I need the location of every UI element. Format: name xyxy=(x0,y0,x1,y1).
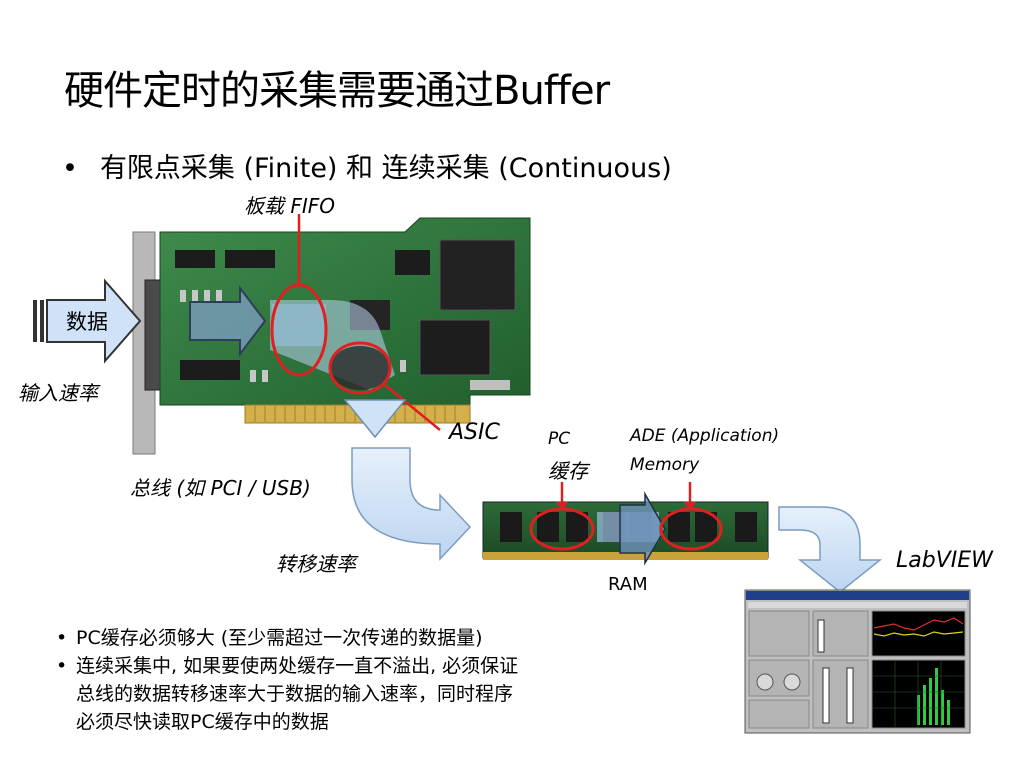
note-item: • PC缓存必须够大 (至少需超过一次传递的数据量) xyxy=(56,624,676,652)
ram-label: RAM xyxy=(608,574,648,595)
note-line: 必须尽快读取PC缓存中的数据 xyxy=(76,711,329,733)
bullet-marker: • xyxy=(62,153,78,184)
note-line: PC缓存必须够大 (至少需超过一次传递的数据量) xyxy=(76,627,483,649)
ade-memory-highlight xyxy=(659,507,723,551)
asic-highlight xyxy=(328,341,392,395)
main-bullet: • 有限点采集 (Finite) 和 连续采集 (Continuous) xyxy=(62,146,672,185)
down-arrow xyxy=(343,399,407,439)
input-arrow xyxy=(33,278,142,364)
labview-label: LabVIEW xyxy=(896,548,993,573)
ram-module xyxy=(482,491,769,566)
slide-title: 硬件定时的采集需要通过Buffer xyxy=(64,68,610,114)
note-bullet: • xyxy=(56,655,68,677)
bus-label: 总线 (如 PCI / USB) xyxy=(130,476,311,500)
labview-screenshot xyxy=(744,589,971,734)
transfer-arrow xyxy=(351,447,472,561)
data-label: 数据 xyxy=(66,310,108,334)
daq-board xyxy=(132,217,531,455)
notes-list: • PC缓存必须够大 (至少需超过一次传递的数据量) • 连续采集中, 如果要使… xyxy=(56,624,676,736)
asic-label: ASIC xyxy=(449,420,500,445)
note-line: 总线的数据转移速率大于数据的输入速率，同时程序 xyxy=(76,683,514,705)
input-rate-label: 输入速率 xyxy=(18,381,98,405)
ade-label-line2: Memory xyxy=(630,455,700,475)
ade-label-line1: ADE (Application) xyxy=(630,426,780,446)
pc-cache-label: 缓存 xyxy=(548,459,588,483)
note-item: • 连续采集中, 如果要使两处缓存一直不溢出, 必须保证 总线的数据转移速率大于… xyxy=(56,652,676,736)
main-bullet-text: 有限点采集 (Finite) 和 连续采集 (Continuous) xyxy=(99,153,672,184)
board-arrow xyxy=(189,285,267,357)
note-line: 连续采集中, 如果要使两处缓存一直不溢出, 必须保证 xyxy=(76,655,519,677)
asic-pointer-line xyxy=(384,384,441,431)
note-bullet: • xyxy=(56,627,68,649)
labview-arrow xyxy=(778,506,883,593)
pc-label: PC xyxy=(548,429,571,449)
fifo-label: 板载 FIFO xyxy=(244,194,336,218)
transfer-rate-label: 转移速率 xyxy=(276,552,356,576)
